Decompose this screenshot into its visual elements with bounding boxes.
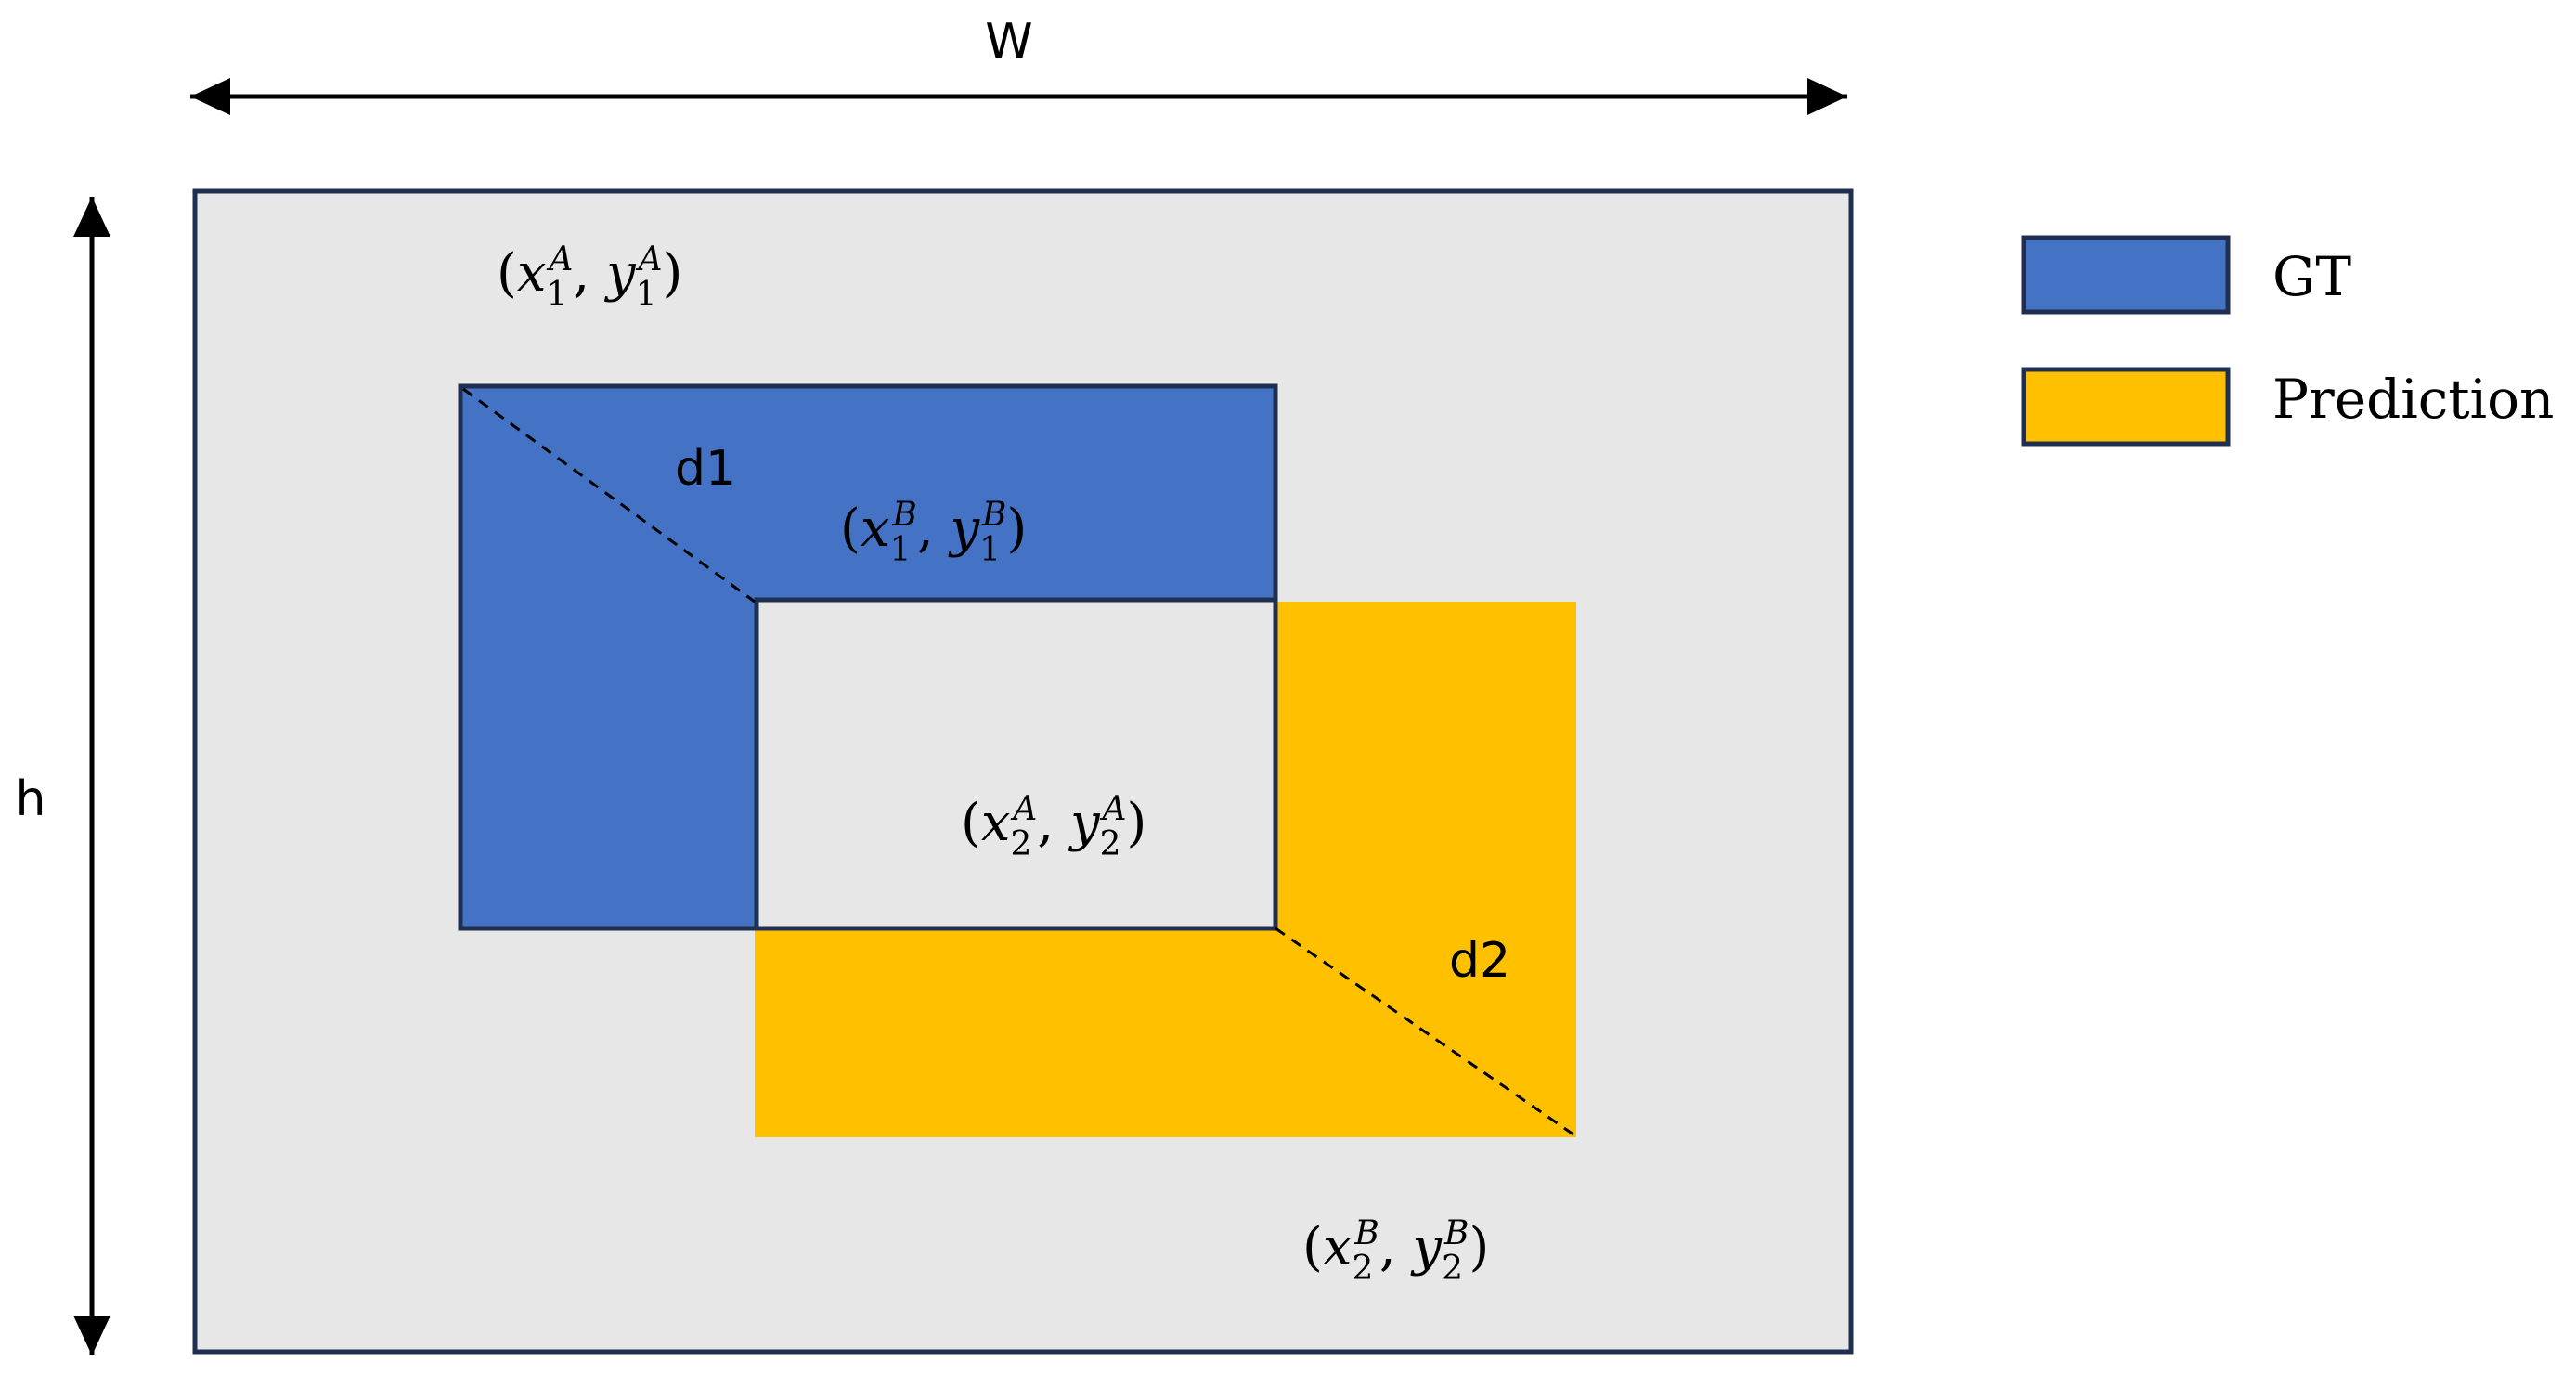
- height-label: h: [16, 771, 46, 827]
- width-arrow-right-head: [1807, 78, 1847, 115]
- d2-label: d2: [1449, 933, 1510, 989]
- d1-dashed-line: [462, 387, 756, 603]
- svg-text:(x1A, y1A): (x1A, y1A): [497, 240, 682, 314]
- point-label-a2: (x2A, y2A): [961, 790, 1146, 863]
- legend-label-prediction: Prediction: [2272, 368, 2554, 431]
- legend: GT Prediction: [2021, 235, 2554, 447]
- intersection-region: [754, 597, 1278, 931]
- svg-text:(x2B, y2B): (x2B, y2B): [1302, 1214, 1489, 1288]
- height-arrow-bottom-head: [73, 1316, 110, 1355]
- height-arrow-top-head: [73, 197, 110, 237]
- svg-text:(x2A, y2A): (x2A, y2A): [961, 790, 1146, 863]
- point-label-a1: (x1A, y1A): [497, 240, 682, 314]
- legend-swatch-prediction: [2021, 367, 2231, 447]
- legend-label-gt: GT: [2272, 245, 2351, 308]
- svg-text:(x1B, y1B): (x1B, y1B): [840, 496, 1027, 569]
- point-label-b2: (x2B, y2B): [1302, 1214, 1489, 1288]
- width-arrow-left-head: [190, 78, 230, 115]
- legend-swatch-gt: [2021, 235, 2231, 315]
- d2-dashed-line: [1275, 927, 1574, 1136]
- width-label: W: [985, 14, 1032, 70]
- d1-label: d1: [675, 441, 736, 497]
- point-label-b1: (x1B, y1B): [840, 496, 1027, 569]
